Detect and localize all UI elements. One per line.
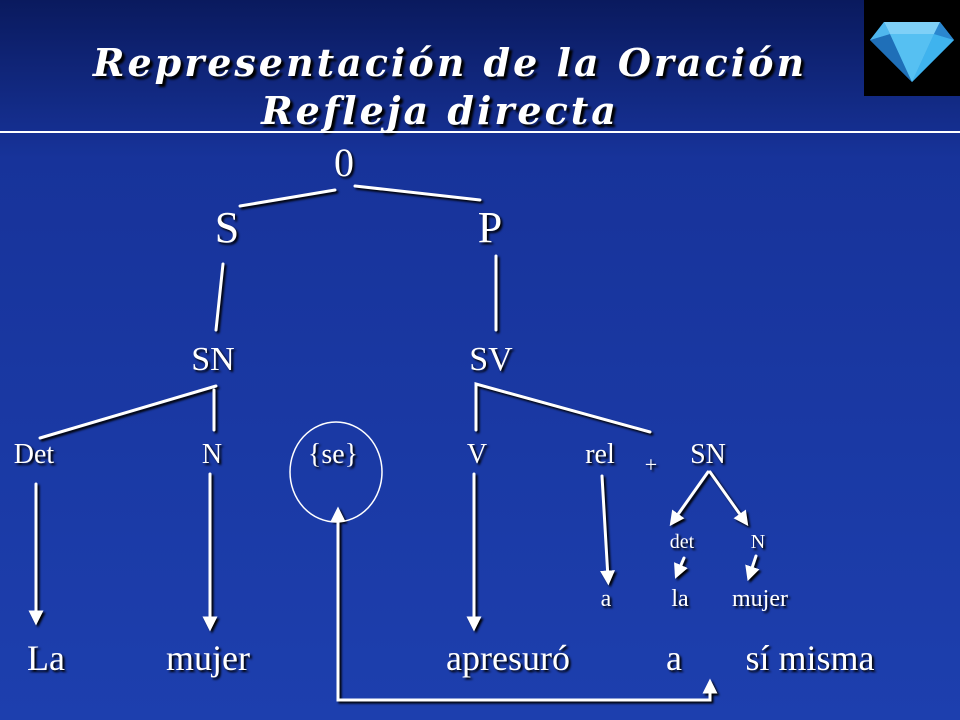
word-la-small: la (671, 586, 689, 612)
node-rel: rel (585, 439, 615, 470)
node-se: {se} (308, 439, 358, 470)
edge-sv-v-sn (474, 382, 652, 434)
diamond-gem-icon (870, 22, 954, 82)
arrow-rel-a (600, 474, 616, 586)
word-a: a (666, 638, 682, 678)
arrow-sn-n (708, 470, 749, 527)
logo-box (864, 0, 960, 96)
se-circle (289, 421, 383, 523)
node-det2: det (670, 531, 695, 553)
node-sv: SV (469, 341, 513, 378)
node-v: V (467, 439, 487, 470)
node-n: N (202, 439, 222, 470)
node-plus: + (645, 452, 657, 477)
word-apresuro: apresuró (446, 638, 570, 678)
edge-sn-det (38, 384, 218, 440)
word-mujer: mujer (166, 638, 250, 678)
arrow-det-la (674, 556, 688, 579)
word-a-small: a (601, 586, 612, 612)
title-line-1: Representación de la Oración (92, 40, 808, 85)
title-divider (0, 131, 960, 133)
arrow-n-mujer (745, 554, 760, 582)
node-p: P (478, 203, 502, 252)
node-sn: SN (191, 341, 234, 378)
word-mujer-small: mujer (732, 586, 788, 612)
node-n2: N (751, 531, 765, 553)
arrow-sn-det (669, 470, 710, 527)
edge-s-sn (214, 262, 225, 332)
word-la: La (27, 638, 65, 678)
node-root: 0 (334, 140, 354, 185)
node-s: S (215, 203, 239, 252)
node-sn2: SN (690, 439, 726, 470)
word-si-misma: sí misma (745, 638, 874, 678)
node-det: Det (14, 439, 55, 470)
edge-root-s (238, 188, 337, 208)
title-line-2: Refleja directa (261, 88, 619, 133)
edge-root-p (353, 184, 482, 202)
